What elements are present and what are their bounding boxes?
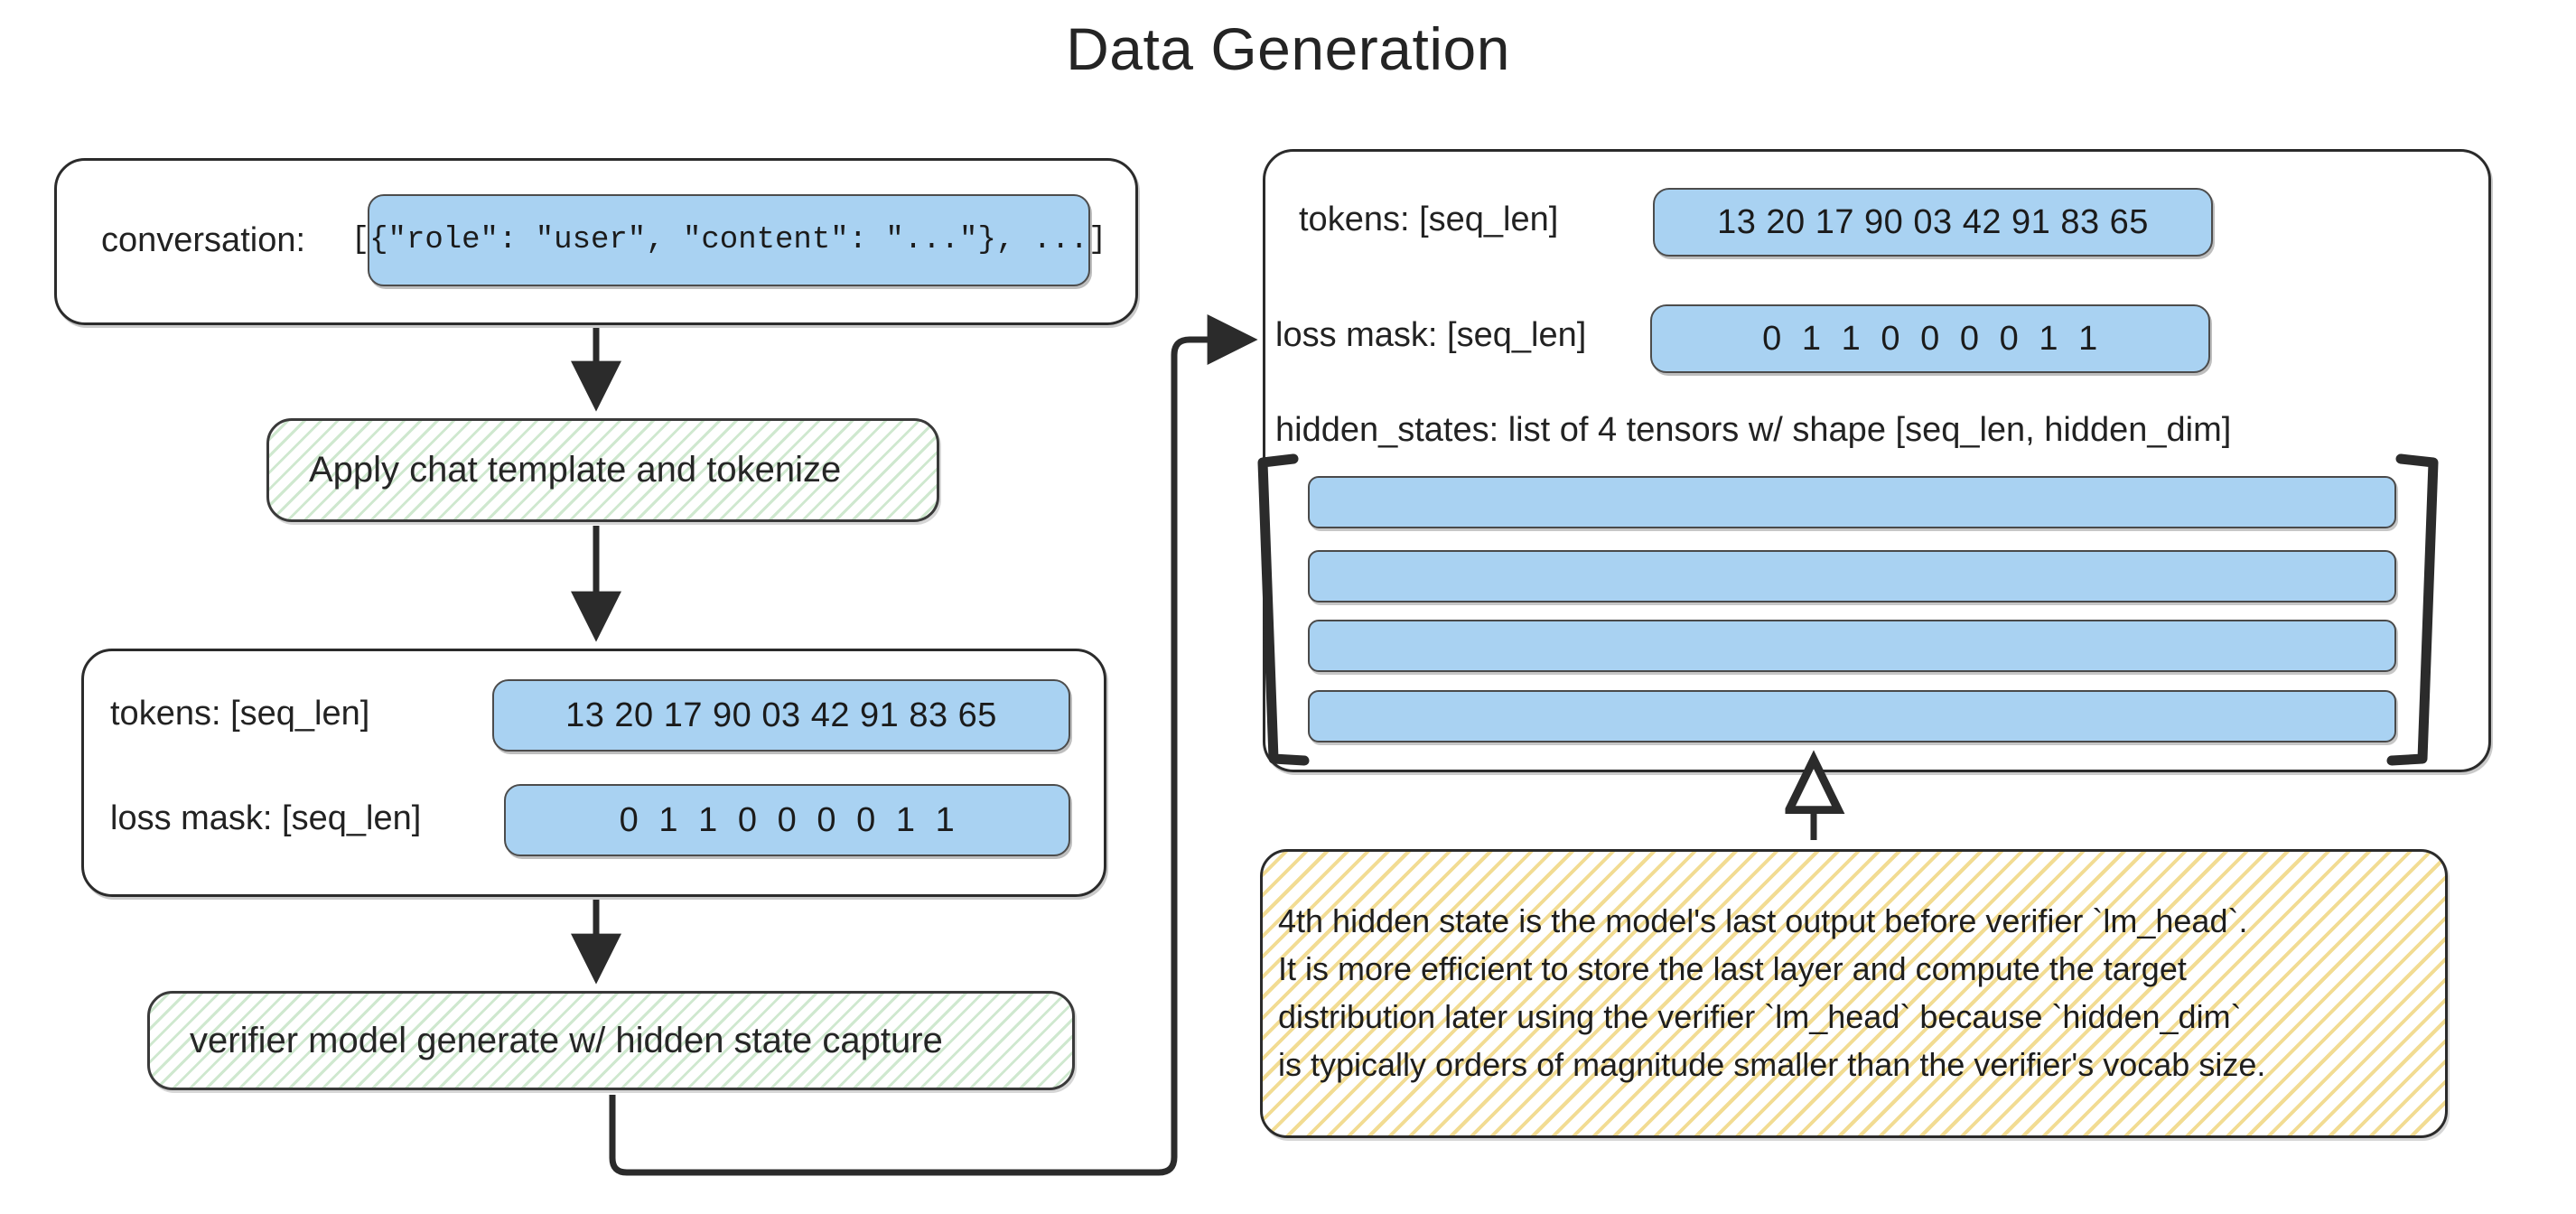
tensor-bar xyxy=(1308,550,2396,602)
process-verifier-generate: verifier model generate w/ hidden state … xyxy=(147,991,1075,1090)
conversation-value: [{"role": "user", "content": "..."}, ...… xyxy=(350,223,1107,257)
process-verifier-generate-label: verifier model generate w/ hidden state … xyxy=(190,1020,943,1060)
tokens-value-left: 13 20 17 90 03 42 91 83 65 xyxy=(565,696,997,734)
note-line: distribution later using the verifier `l… xyxy=(1278,998,2242,1035)
loss-mask-label-left: loss mask: [seq_len] xyxy=(110,799,422,837)
process-apply-chat-template: Apply chat template and tokenize xyxy=(266,418,939,522)
tokens-label-right: tokens: [seq_len] xyxy=(1299,201,1559,238)
tokens-chip-left: 13 20 17 90 03 42 91 83 65 xyxy=(492,679,1070,752)
conversation-label: conversation: xyxy=(101,221,306,259)
tensor-bar xyxy=(1308,690,2396,742)
note-line: is typically orders of magnitude smaller… xyxy=(1278,1046,2266,1083)
tensor-bar xyxy=(1308,620,2396,672)
conversation-value-chip: [{"role": "user", "content": "..."}, ...… xyxy=(351,194,1106,286)
loss-mask-label-right: loss mask: [seq_len] xyxy=(1275,316,1587,354)
hidden-states-label: hidden_states: list of 4 tensors w/ shap… xyxy=(1275,411,2232,449)
loss-mask-chip-right: 0 1 1 0 0 0 0 1 1 xyxy=(1650,304,2210,373)
tokens-label-left: tokens: [seq_len] xyxy=(110,695,370,733)
page-title: Data Generation xyxy=(1066,15,1510,82)
tokens-value-right: 13 20 17 90 03 42 91 83 65 xyxy=(1717,202,2149,241)
loss-mask-value-left: 0 1 1 0 0 0 0 1 1 xyxy=(619,800,956,839)
tokens-chip-right: 13 20 17 90 03 42 91 83 65 xyxy=(1653,188,2213,257)
loss-mask-chip-left: 0 1 1 0 0 0 0 1 1 xyxy=(504,784,1070,856)
note-box xyxy=(1260,849,2448,1138)
tensor-bar xyxy=(1308,476,2396,528)
process-apply-chat-template-label: Apply chat template and tokenize xyxy=(309,450,842,490)
note-line: 4th hidden state is the model's last out… xyxy=(1278,902,2248,939)
loss-mask-value-right: 0 1 1 0 0 0 0 1 1 xyxy=(1762,319,2098,358)
note-line: It is more efficient to store the last l… xyxy=(1278,950,2187,987)
